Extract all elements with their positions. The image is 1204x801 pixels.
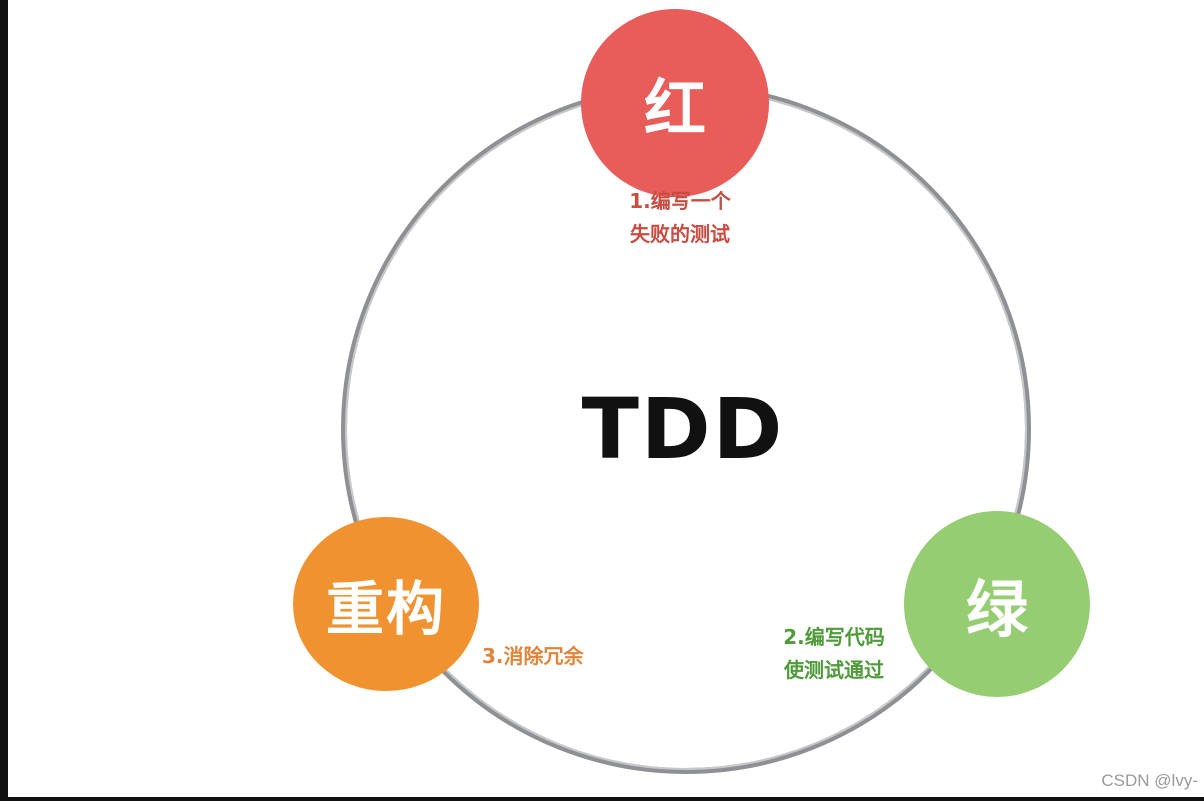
- watermark: CSDN @lvy-: [1101, 771, 1198, 790]
- red-stage-node: 红: [581, 9, 769, 197]
- green-stage-node: 绿: [904, 511, 1090, 697]
- red-stage-label: 红: [643, 72, 706, 145]
- red-step-line-1: 1.编写一个: [629, 189, 731, 213]
- diagram-canvas: TDD 红 1.编写一个 失败的测试 绿 2.编写代码 使测试通过 重构 3.消…: [8, 0, 1204, 797]
- red-step-line-2: 失败的测试: [630, 222, 730, 246]
- diagram-title: TDD: [581, 380, 785, 478]
- green-step-line-1: 2.编写代码: [783, 625, 885, 649]
- green-step-line-2: 使测试通过: [784, 658, 884, 682]
- refactor-step-line-1: 3.消除冗余: [482, 644, 584, 668]
- refactor-stage-label: 重构: [325, 575, 446, 643]
- green-stage-label: 绿: [965, 573, 1028, 646]
- red-stage-description: 1.编写一个 失败的测试: [615, 185, 745, 251]
- refactor-stage-node: 重构: [293, 517, 479, 691]
- refactor-stage-description: 3.消除冗余: [482, 640, 584, 673]
- green-stage-description: 2.编写代码 使测试通过: [769, 621, 899, 687]
